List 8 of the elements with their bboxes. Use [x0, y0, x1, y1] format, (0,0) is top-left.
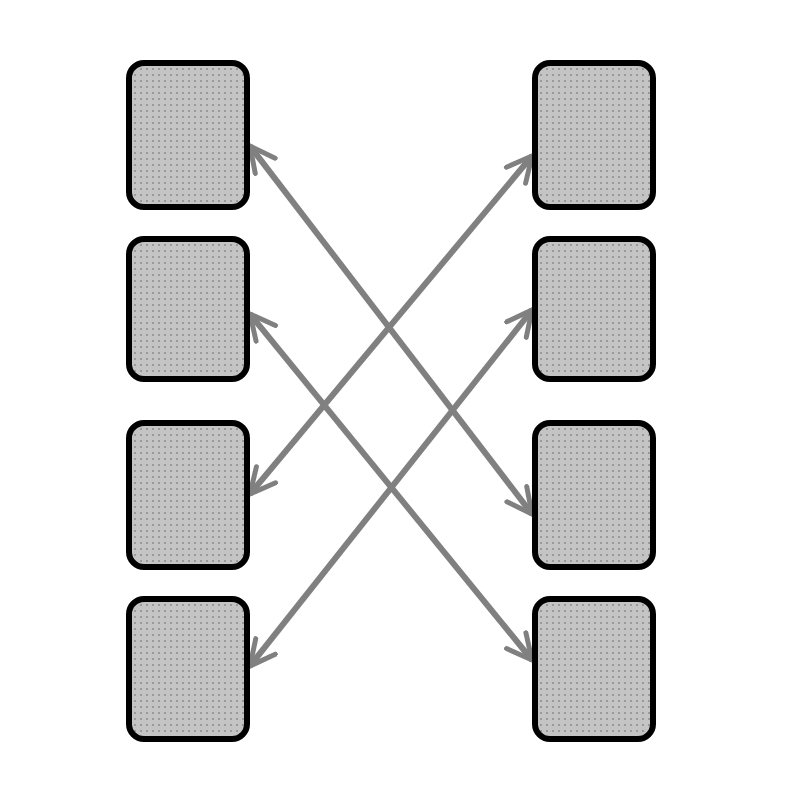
rounded-box: [532, 420, 656, 570]
rounded-box: [126, 596, 250, 742]
rounded-box: [532, 60, 656, 210]
rounded-box: [126, 236, 250, 382]
rounded-box: [532, 236, 656, 382]
rounded-box: [126, 60, 250, 210]
rounded-box: [532, 596, 656, 742]
rounded-box: [126, 420, 250, 570]
